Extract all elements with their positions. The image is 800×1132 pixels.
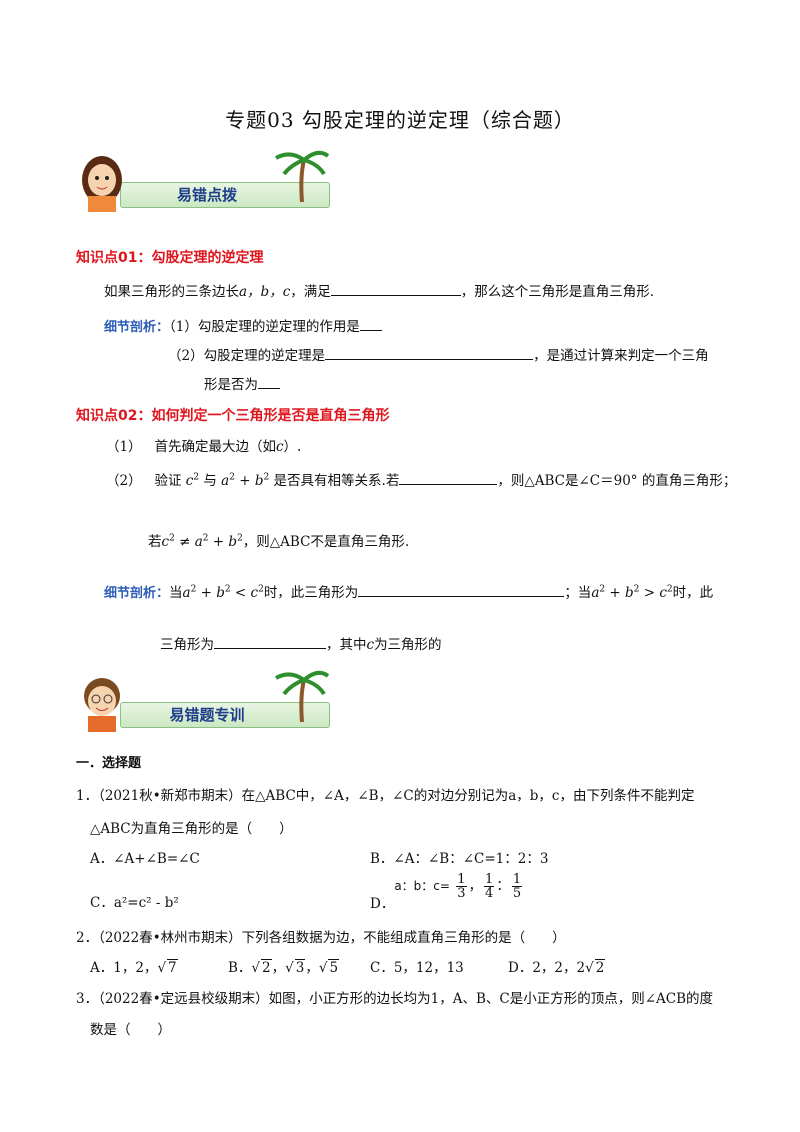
boy-cartoon-icon [84,678,120,732]
q2-stem: 2．（2022春•林州市期末）下列各组数据为边，不能组成直角三角形的是（ ） [76,930,566,946]
q1-option-b: B．∠A：∠B：∠C=1：2：3 [370,851,549,867]
k1-line1: 如果三角形的三条边长a，b，c，满足，那么这个三角形是直角三角形. [104,280,654,300]
q3-stem: 3．（2022春•定远县校级期末）如图，小正方形的边长均为1，A、B、C是小正方… [76,991,714,1007]
girl-cartoon-icon [82,156,122,212]
q1-option-a: A．∠A+∠B=∠C [90,851,200,867]
q2-option-d: D．2，2，2√2 [508,959,606,976]
banner-label: 易错点拨 [176,186,237,204]
q1-stem-cont: △ABC为直角三角形的是（ ） [90,821,293,837]
palm-tree-icon [275,150,330,203]
palm-tree-icon [275,670,330,723]
q3-stem-cont: 数是（ ） [90,1022,171,1038]
page-title: 专题03 勾股定理的逆定理（综合题） [225,108,575,132]
banner-label: 易错题专训 [169,706,245,724]
banner-error-practice: 易错题专训 [72,670,330,732]
banner-error-tips: 易错点拨 [72,150,330,212]
k2-step2: （2） 验证 c2 与 a2 + b2 是否具有相等关系.若，则△ABC是∠C＝… [106,469,736,490]
banner-strip [120,182,330,208]
k1-detail1: 细节剖析：（1）勾股定理的逆定理的作用是 [104,315,382,335]
section-title: 一．选择题 [76,756,142,771]
k2-detail-cont: 三角形为，其中c为三角形的 [160,633,442,653]
k1-heading: 知识点01：勾股定理的逆定理 [76,250,264,266]
banner-strip [120,702,330,728]
q1-stem: 1．（2021秋•新郑市期末）在△ABC中，∠A，∠B，∠C的对边分别记为a，b… [76,788,695,804]
q2-option-a: A．1，2，√7 [90,959,178,976]
k1-detail2: （2）勾股定理的逆定理是，是通过计算来判定一个三角 [168,344,709,364]
k2-detail: 细节剖析：当a2 + b2 < c2时，此三角形为；当a2 + b2 > c2时… [104,581,713,602]
k1-detail2-cont: 形是否为 [204,373,280,393]
q1-option-c: C．a²=c² - b² [90,895,179,911]
k2-step1: （1） 首先确定最大边（如c）. [106,439,302,455]
k2-heading: 知识点02：如何判定一个三角形是否是直角三角形 [76,408,390,424]
k2-step3: 若c2 ≠ a2 + b2，则△ABC不是直角三角形. [148,533,410,551]
q2-option-b: B．√2，√3，√5 [228,959,340,976]
q2-option-c: C．5，12，13 [370,960,464,976]
